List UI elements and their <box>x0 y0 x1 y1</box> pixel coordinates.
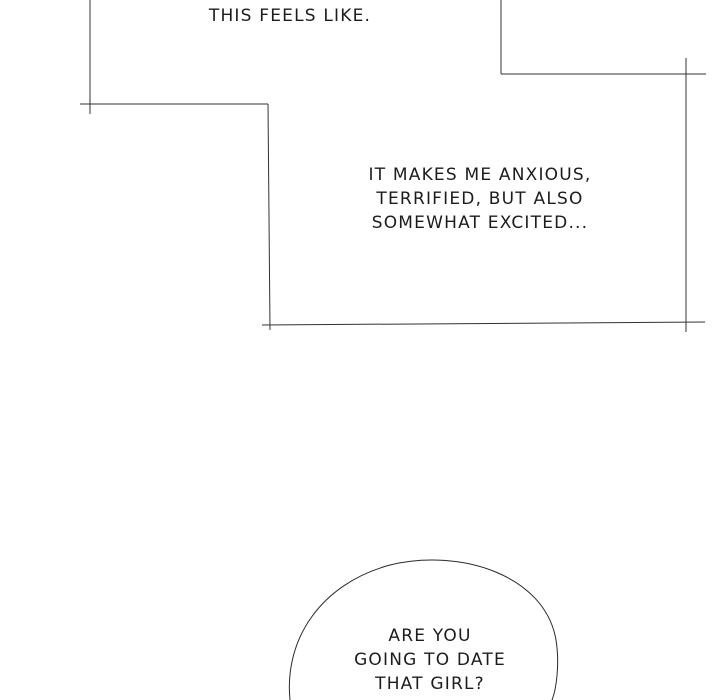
bubble-line-1: ARE YOU <box>388 626 472 646</box>
speech-bubble <box>288 559 559 700</box>
caption-middle-line-3: SOMEWHAT EXCITED... <box>371 213 589 233</box>
top-left-panel-border <box>80 0 271 331</box>
caption-top: THIS FEELS LIKE. <box>180 4 400 28</box>
speech-bubble-text: ARE YOU GOING TO DATE THAT GIRL? <box>330 624 530 696</box>
top-right-panel-border <box>500 0 706 330</box>
caption-middle-line-1: IT MAKES ME ANXIOUS, <box>368 165 592 185</box>
caption-top-line: THIS FEELS LIKE. <box>208 6 372 26</box>
bubble-line-3: THAT GIRL? <box>375 674 485 694</box>
bubble-line-2: GOING TO DATE <box>354 650 506 670</box>
bottom-panel-border <box>261 318 706 332</box>
caption-middle: IT MAKES ME ANXIOUS, TERRIFIED, BUT ALSO… <box>340 163 620 235</box>
caption-middle-line-2: TERRIFIED, BUT ALSO <box>376 189 584 209</box>
